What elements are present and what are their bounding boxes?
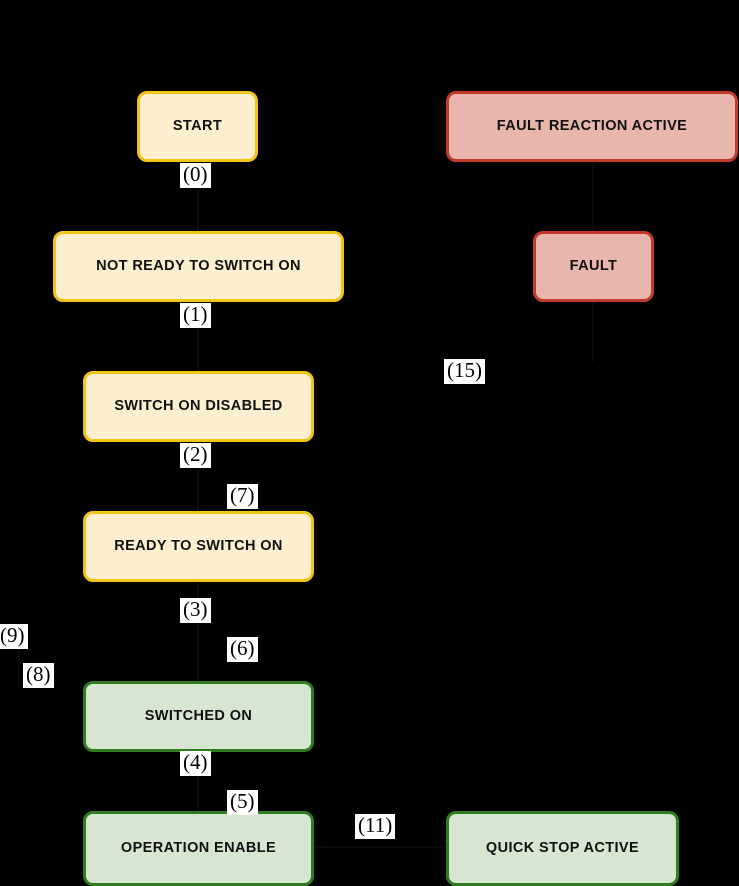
state-label: QUICK STOP ACTIVE — [485, 840, 640, 857]
connector-c-faultreaction-fault — [592, 162, 594, 232]
connector-c-start-notready — [197, 162, 199, 232]
transition-label-t1: (1) — [180, 303, 211, 328]
transition-label-t11: (11) — [355, 814, 396, 839]
state-label: READY TO SWITCH ON — [114, 538, 283, 555]
connector-c-notready-disabled — [197, 302, 199, 372]
transition-label-t3: (3) — [180, 598, 211, 623]
state-label: FAULT — [569, 258, 618, 275]
transition-label-t5: (5) — [227, 790, 258, 815]
state-start[interactable]: START — [137, 91, 258, 162]
connector-c-ready-switchedon — [197, 582, 199, 682]
state-quick-stop-active[interactable]: QUICK STOP ACTIVE — [446, 811, 679, 886]
state-label: SWITCHED ON — [144, 708, 253, 725]
connector-c-opEnable-quickstop — [314, 846, 447, 848]
transition-label-t8: (8) — [23, 663, 54, 688]
transition-label-t6: (6) — [227, 637, 258, 662]
state-ready-to-switch-on[interactable]: READY TO SWITCH ON — [83, 511, 314, 582]
transition-label-t0: (0) — [180, 163, 211, 188]
state-label: OPERATION ENABLE — [120, 840, 277, 857]
transition-label-t7: (7) — [227, 484, 258, 509]
state-fault[interactable]: FAULT — [533, 231, 654, 302]
state-operation-enable[interactable]: OPERATION ENABLE — [83, 811, 314, 886]
connector-c-switchedon-opEnable — [197, 752, 199, 812]
connector-c-fault-down — [592, 302, 594, 362]
state-label: SWITCH ON DISABLED — [114, 398, 283, 415]
transition-label-t9: (9) — [0, 624, 28, 649]
state-switched-on[interactable]: SWITCHED ON — [83, 681, 314, 752]
transition-label-t2: (2) — [180, 443, 211, 468]
transition-label-t4: (4) — [180, 751, 211, 776]
connector-c-disabled-ready — [197, 442, 199, 512]
state-fault-reaction-active[interactable]: FAULT REACTION ACTIVE — [446, 91, 738, 162]
state-label: NOT READY TO SWITCH ON — [96, 258, 301, 275]
state-label: FAULT REACTION ACTIVE — [496, 118, 688, 135]
transition-label-t15: (15) — [444, 359, 485, 384]
connector-c-left-rail-9 — [18, 648, 20, 686]
state-label: START — [172, 118, 223, 135]
state-not-ready-to-switch-on[interactable]: NOT READY TO SWITCH ON — [53, 231, 344, 302]
state-switch-on-disabled[interactable]: SWITCH ON DISABLED — [83, 371, 314, 442]
